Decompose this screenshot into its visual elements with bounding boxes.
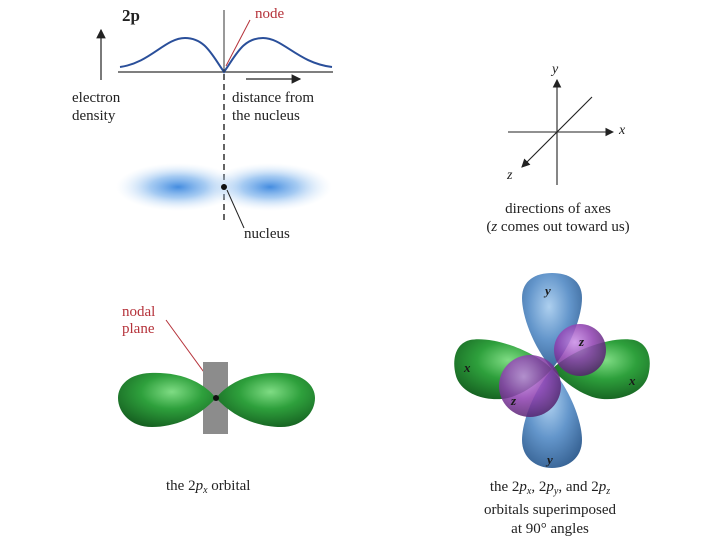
px-nucleus (213, 395, 219, 401)
electron-density-line1: electron (72, 90, 121, 106)
nodal-line2: plane (122, 321, 155, 337)
axes-caption-var: z (491, 219, 498, 235)
axes-caption-line2: (z comes out toward us) (468, 218, 648, 236)
distance-line2: the nucleus (232, 108, 300, 124)
electron-cloud-right (208, 163, 332, 211)
combined-caption-line3: at 90° angles (511, 521, 589, 537)
combined-caption-line2: orbitals superimposed (483, 502, 617, 518)
cc-s3: z (606, 486, 611, 497)
nodal-line1: nodal (122, 304, 156, 320)
nucleus-pointer (226, 189, 245, 229)
orbital-2p-title-text: 2p (122, 6, 140, 25)
px-orbital (118, 319, 315, 434)
label-y-bottom: y (547, 452, 553, 467)
axis-label-y: y (552, 62, 559, 77)
cc-p1: p (519, 479, 527, 495)
nucleus-label: nucleus (244, 226, 290, 242)
axes-caption-paren: ( (486, 219, 492, 235)
cc-the: the 2 (489, 479, 520, 495)
density-plot (96, 10, 333, 229)
axis-label-x: x (619, 123, 626, 138)
nodal-plane-label: nodal plane (122, 304, 155, 338)
axes-caption-line1: directions of axes (505, 201, 611, 217)
density-curve (119, 36, 333, 74)
px-caption-post: orbital (207, 478, 251, 494)
distance-label: distance from the nucleus (232, 89, 314, 125)
orbital-2p-title: 2p (122, 6, 140, 25)
cc-p3: p (598, 479, 607, 495)
px-caption: the 2px orbital (166, 478, 250, 499)
label-x-right: x (629, 373, 636, 388)
px-caption-pre: the 2 (166, 478, 196, 494)
cc-sep1: , 2 (531, 479, 547, 495)
label-z-front: z (511, 393, 517, 408)
label-y-top: y (545, 283, 551, 298)
combined-orbitals (454, 273, 650, 468)
coordinate-axes (508, 78, 615, 185)
label-x-left: x (464, 360, 471, 375)
cc-s1: x (526, 486, 532, 497)
cc-sep2: , and 2 (558, 479, 599, 495)
electron-density-line2: density (72, 108, 116, 124)
px-lobe-right (216, 372, 315, 427)
axis-label-z: z (507, 168, 513, 183)
px-caption-p: p (195, 478, 204, 494)
axes-caption: directions of axes (z comes out toward u… (468, 200, 648, 236)
cc-s2: y (553, 486, 559, 497)
node-pointer (225, 19, 251, 67)
z-axis (521, 96, 593, 168)
node-label: node (255, 6, 285, 22)
distance-line1: distance from (232, 90, 315, 106)
label-z-back: z (579, 334, 585, 349)
px-caption-sub: x (203, 485, 208, 496)
electron-cloud-left (116, 163, 240, 211)
axes-caption-rest: comes out toward us) (497, 219, 630, 235)
combined-caption-line1: the 2px, 2py, and 2pz (455, 478, 645, 501)
z-lobe-back (554, 324, 606, 376)
z-lobe-front (499, 355, 561, 417)
nucleus-dot (221, 184, 227, 190)
cc-p2: p (546, 479, 554, 495)
electron-density-label: electron density (72, 89, 120, 125)
combined-caption: the 2px, 2py, and 2pz orbitals superimpo… (455, 478, 645, 539)
px-lobe-left (118, 372, 216, 427)
